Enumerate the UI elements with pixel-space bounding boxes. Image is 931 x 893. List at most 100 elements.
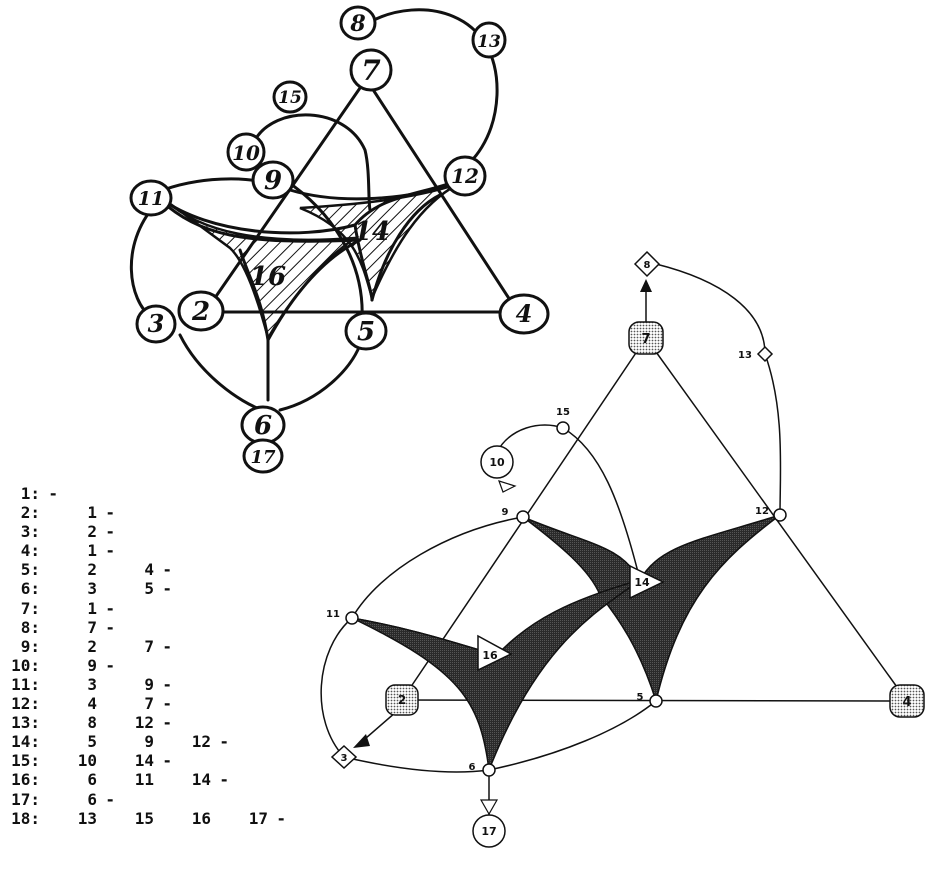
listing-row: 6: 3 5- <box>0 579 286 598</box>
listing-index: 13: <box>11 713 40 733</box>
listing-value: 6 <box>87 789 97 809</box>
edge-11-3 <box>320 617 353 758</box>
listing-index: 8: <box>20 617 40 637</box>
sketch-label-3: 3 <box>148 309 165 338</box>
sketch-label-16: 16 <box>250 262 286 292</box>
node-13 <box>756 345 774 363</box>
edge-6-5 <box>488 700 657 771</box>
listing-index: 18: <box>11 808 40 828</box>
listing-value: 1 <box>87 541 97 561</box>
node-17 <box>472 814 506 848</box>
node-3 <box>330 744 358 770</box>
listing-terminator: - <box>162 636 172 656</box>
listing-index: 6: <box>20 579 40 599</box>
sketch-arc-15 <box>253 113 372 212</box>
node-14 <box>629 564 665 600</box>
listing-terminator: - <box>276 808 286 828</box>
arrow-to-10 <box>498 480 517 493</box>
listing-terminator: - <box>162 579 172 599</box>
arrow-to-3 <box>353 734 370 748</box>
listing-row: 8:7- <box>0 618 286 637</box>
listing-value: 14 <box>134 751 154 771</box>
listing-value: 13 <box>77 808 97 828</box>
listing-terminator: - <box>219 770 229 790</box>
listing-value: 17 <box>248 808 268 828</box>
listing-index: 10: <box>11 655 40 675</box>
node-16 <box>477 634 513 672</box>
listing-index: 3: <box>20 522 40 542</box>
arrow-up-8 <box>640 279 652 292</box>
listing-value: 10 <box>77 751 97 771</box>
region-16 <box>351 579 641 771</box>
listing-row: 2:1- <box>0 503 286 522</box>
listing-index: 12: <box>11 694 40 714</box>
listing-terminator: - <box>105 655 115 675</box>
arrow-to-17 <box>479 799 499 816</box>
listing-row: 3:2- <box>0 522 286 541</box>
listing-index: 17: <box>11 789 40 809</box>
listing-value: 9 <box>87 655 97 675</box>
listing-value: 4 <box>87 694 97 714</box>
sketch-label-10: 10 <box>232 141 260 165</box>
listing-row: 10: 9- <box>0 656 286 675</box>
listing-row: 17: 6- <box>0 790 286 809</box>
edge-3-6 <box>343 756 490 773</box>
listing-terminator: - <box>162 751 172 771</box>
graph-label-6: 6 <box>469 762 476 773</box>
listing-terminator: - <box>105 503 115 523</box>
sketch-arc-left-bottom <box>178 333 264 412</box>
listing-index: 14: <box>11 732 40 752</box>
sketch-label-4: 4 <box>516 299 533 328</box>
sketch-label-7: 7 <box>361 54 381 87</box>
listing-value: 7 <box>87 617 97 637</box>
sketch-label-8: 8 <box>349 11 365 37</box>
listing-value: 9 <box>144 732 154 752</box>
listing-terminator: - <box>162 674 172 694</box>
sketch-label-5: 5 <box>357 317 375 347</box>
node-11 <box>345 611 359 625</box>
listing-index: 16: <box>11 770 40 790</box>
listing-value: 11 <box>134 770 154 790</box>
graph-label-9: 9 <box>502 507 509 518</box>
listing-terminator: - <box>105 789 115 809</box>
sketch-label-15: 15 <box>278 88 302 108</box>
graph-label-11: 11 <box>326 609 340 620</box>
sketch-arc-6 <box>278 343 362 412</box>
node-8 <box>633 250 661 278</box>
listing-value: 7 <box>144 694 154 714</box>
listing-index: 4: <box>20 541 40 561</box>
graph-label-16: 16 <box>482 649 498 662</box>
listing-value: 1 <box>87 598 97 618</box>
listing-index: 1: <box>20 484 40 503</box>
listing-value: 9 <box>144 674 154 694</box>
node-9 <box>516 510 530 524</box>
listing-value: 3 <box>87 579 97 599</box>
listing-row: 16: 6 11 14- <box>0 770 286 789</box>
listing-terminator: - <box>162 713 172 733</box>
listing-terminator: - <box>105 541 115 561</box>
listing-terminator: - <box>48 484 58 503</box>
sketch-label-17: 17 <box>250 447 276 468</box>
listing-value: 14 <box>191 770 211 790</box>
node-4 <box>889 684 925 718</box>
listing-value: 1 <box>87 503 97 523</box>
node-5 <box>649 694 663 708</box>
graph-label-2: 2 <box>398 693 406 707</box>
listing-value: 2 <box>87 636 97 656</box>
sketch-label-11: 11 <box>138 188 164 210</box>
graph-label-13: 13 <box>738 350 752 361</box>
listing-value: 3 <box>87 674 97 694</box>
listing-value: 5 <box>144 579 154 599</box>
node-6 <box>482 763 496 777</box>
graph-label-15: 15 <box>556 407 570 418</box>
listing-value: 2 <box>87 560 97 580</box>
listing-terminator: - <box>219 732 229 752</box>
listing-value: 6 <box>87 770 97 790</box>
sketch-label-2: 2 <box>191 297 210 327</box>
